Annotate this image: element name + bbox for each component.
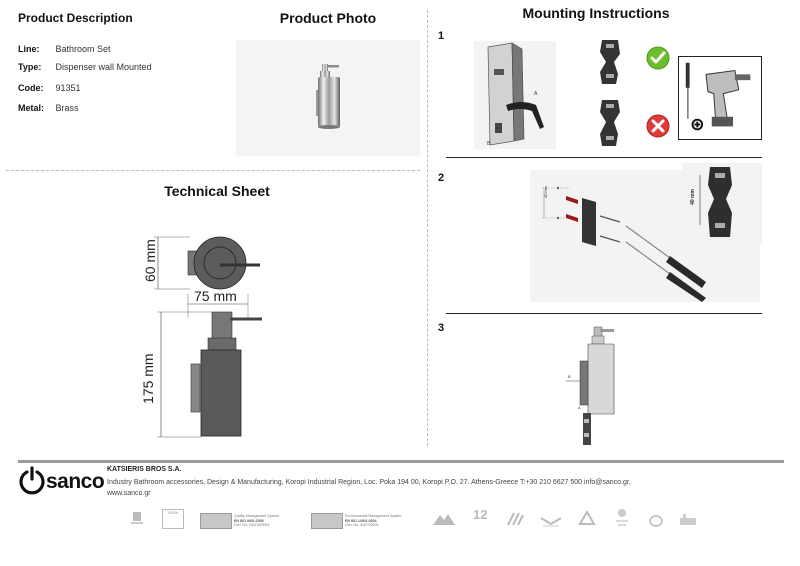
iso-9001-logo [200,513,232,529]
cross-icon [646,114,670,138]
step-3-label-a: A [578,405,581,410]
iso-14001-logo [311,513,343,529]
factory-icon [680,514,696,525]
code-value: 91351 [55,83,81,93]
wave-icon [540,517,562,527]
iso-9001-text: Quality Management System EN ISO 9001:20… [234,514,279,527]
step-1-divider [446,157,762,158]
label-a: A [534,91,538,97]
metal-value: Brass [55,103,79,113]
horizontal-divider [6,170,420,171]
recycle-icon [578,510,596,525]
check-icon [646,46,670,70]
step-2-divider [446,313,762,314]
code-row: Code: 91351 [18,83,81,93]
dispenser-photo-image [316,64,340,129]
tools-image [678,56,762,140]
quality-badge: 100% [162,509,184,529]
dimension-width: 75 mm [194,288,237,304]
dimension-height: 175 mm [140,353,156,404]
bracket-dimension: 40 mm [690,189,696,205]
iso-14001-text: Environmental Management System EN ISO 1… [345,514,402,527]
step-2-bracket-detail [682,163,762,245]
hotel-award-icon [131,512,143,524]
mounting-instructions-title: Mounting Instructions [522,5,670,21]
screwdriver-icon [666,256,706,288]
stripes-icon [507,512,524,526]
brand-name: sanco [46,470,105,493]
step-3-number: 3 [438,322,445,334]
company-name: KATSIERIS BROS S.A. [107,466,182,473]
product-photo-title: Product Photo [279,10,377,26]
line-value: Bathroom Set [55,44,111,54]
metal-label: Metal: [18,103,45,113]
label-b: B [487,141,491,147]
code-label: Code: [18,83,44,93]
line-row: Line: Bathroom Set [18,44,111,54]
drill-icon [705,69,740,122]
step-1-number: 1 [438,30,445,42]
website-link[interactable]: www.sanco.gr [107,490,151,497]
technical-sheet-title: Technical Sheet [164,183,270,199]
step-1-orientation-image [584,36,640,150]
step-2-dimension: 40 mm [543,185,548,199]
footer-bar [18,460,784,463]
sun-icon [616,509,628,526]
company-address: Industry Bathroom accessories, Design & … [107,477,787,499]
sanco-logo-icon [19,466,45,495]
type-row: Type: Dispenser wall Mounted [18,62,152,72]
screwdriver-icon [685,62,690,88]
step-3-label-b: B [568,374,571,379]
badge-100-text: 100% [167,510,179,515]
metal-row: Metal: Brass [18,103,79,113]
technical-drawing [154,236,262,438]
product-description-title: Product Description [18,11,133,25]
mountain-icon [433,514,455,525]
step-1-bracket-image: A B [474,41,556,149]
line-label: Line: [18,44,40,54]
step-2-number: 2 [438,172,445,184]
type-value: Dispenser wall Mounted [55,62,152,72]
drop-icon [649,515,663,527]
dimension-depth: 60 mm [142,239,158,282]
vertical-divider [427,10,428,446]
step-3-install-image: B A [560,323,630,447]
type-label: Type: [18,62,42,72]
product-photo [236,40,420,156]
warranty-12-badge: 12 [473,507,488,522]
address-line: Industry Bathroom accessories, Design & … [107,479,631,486]
